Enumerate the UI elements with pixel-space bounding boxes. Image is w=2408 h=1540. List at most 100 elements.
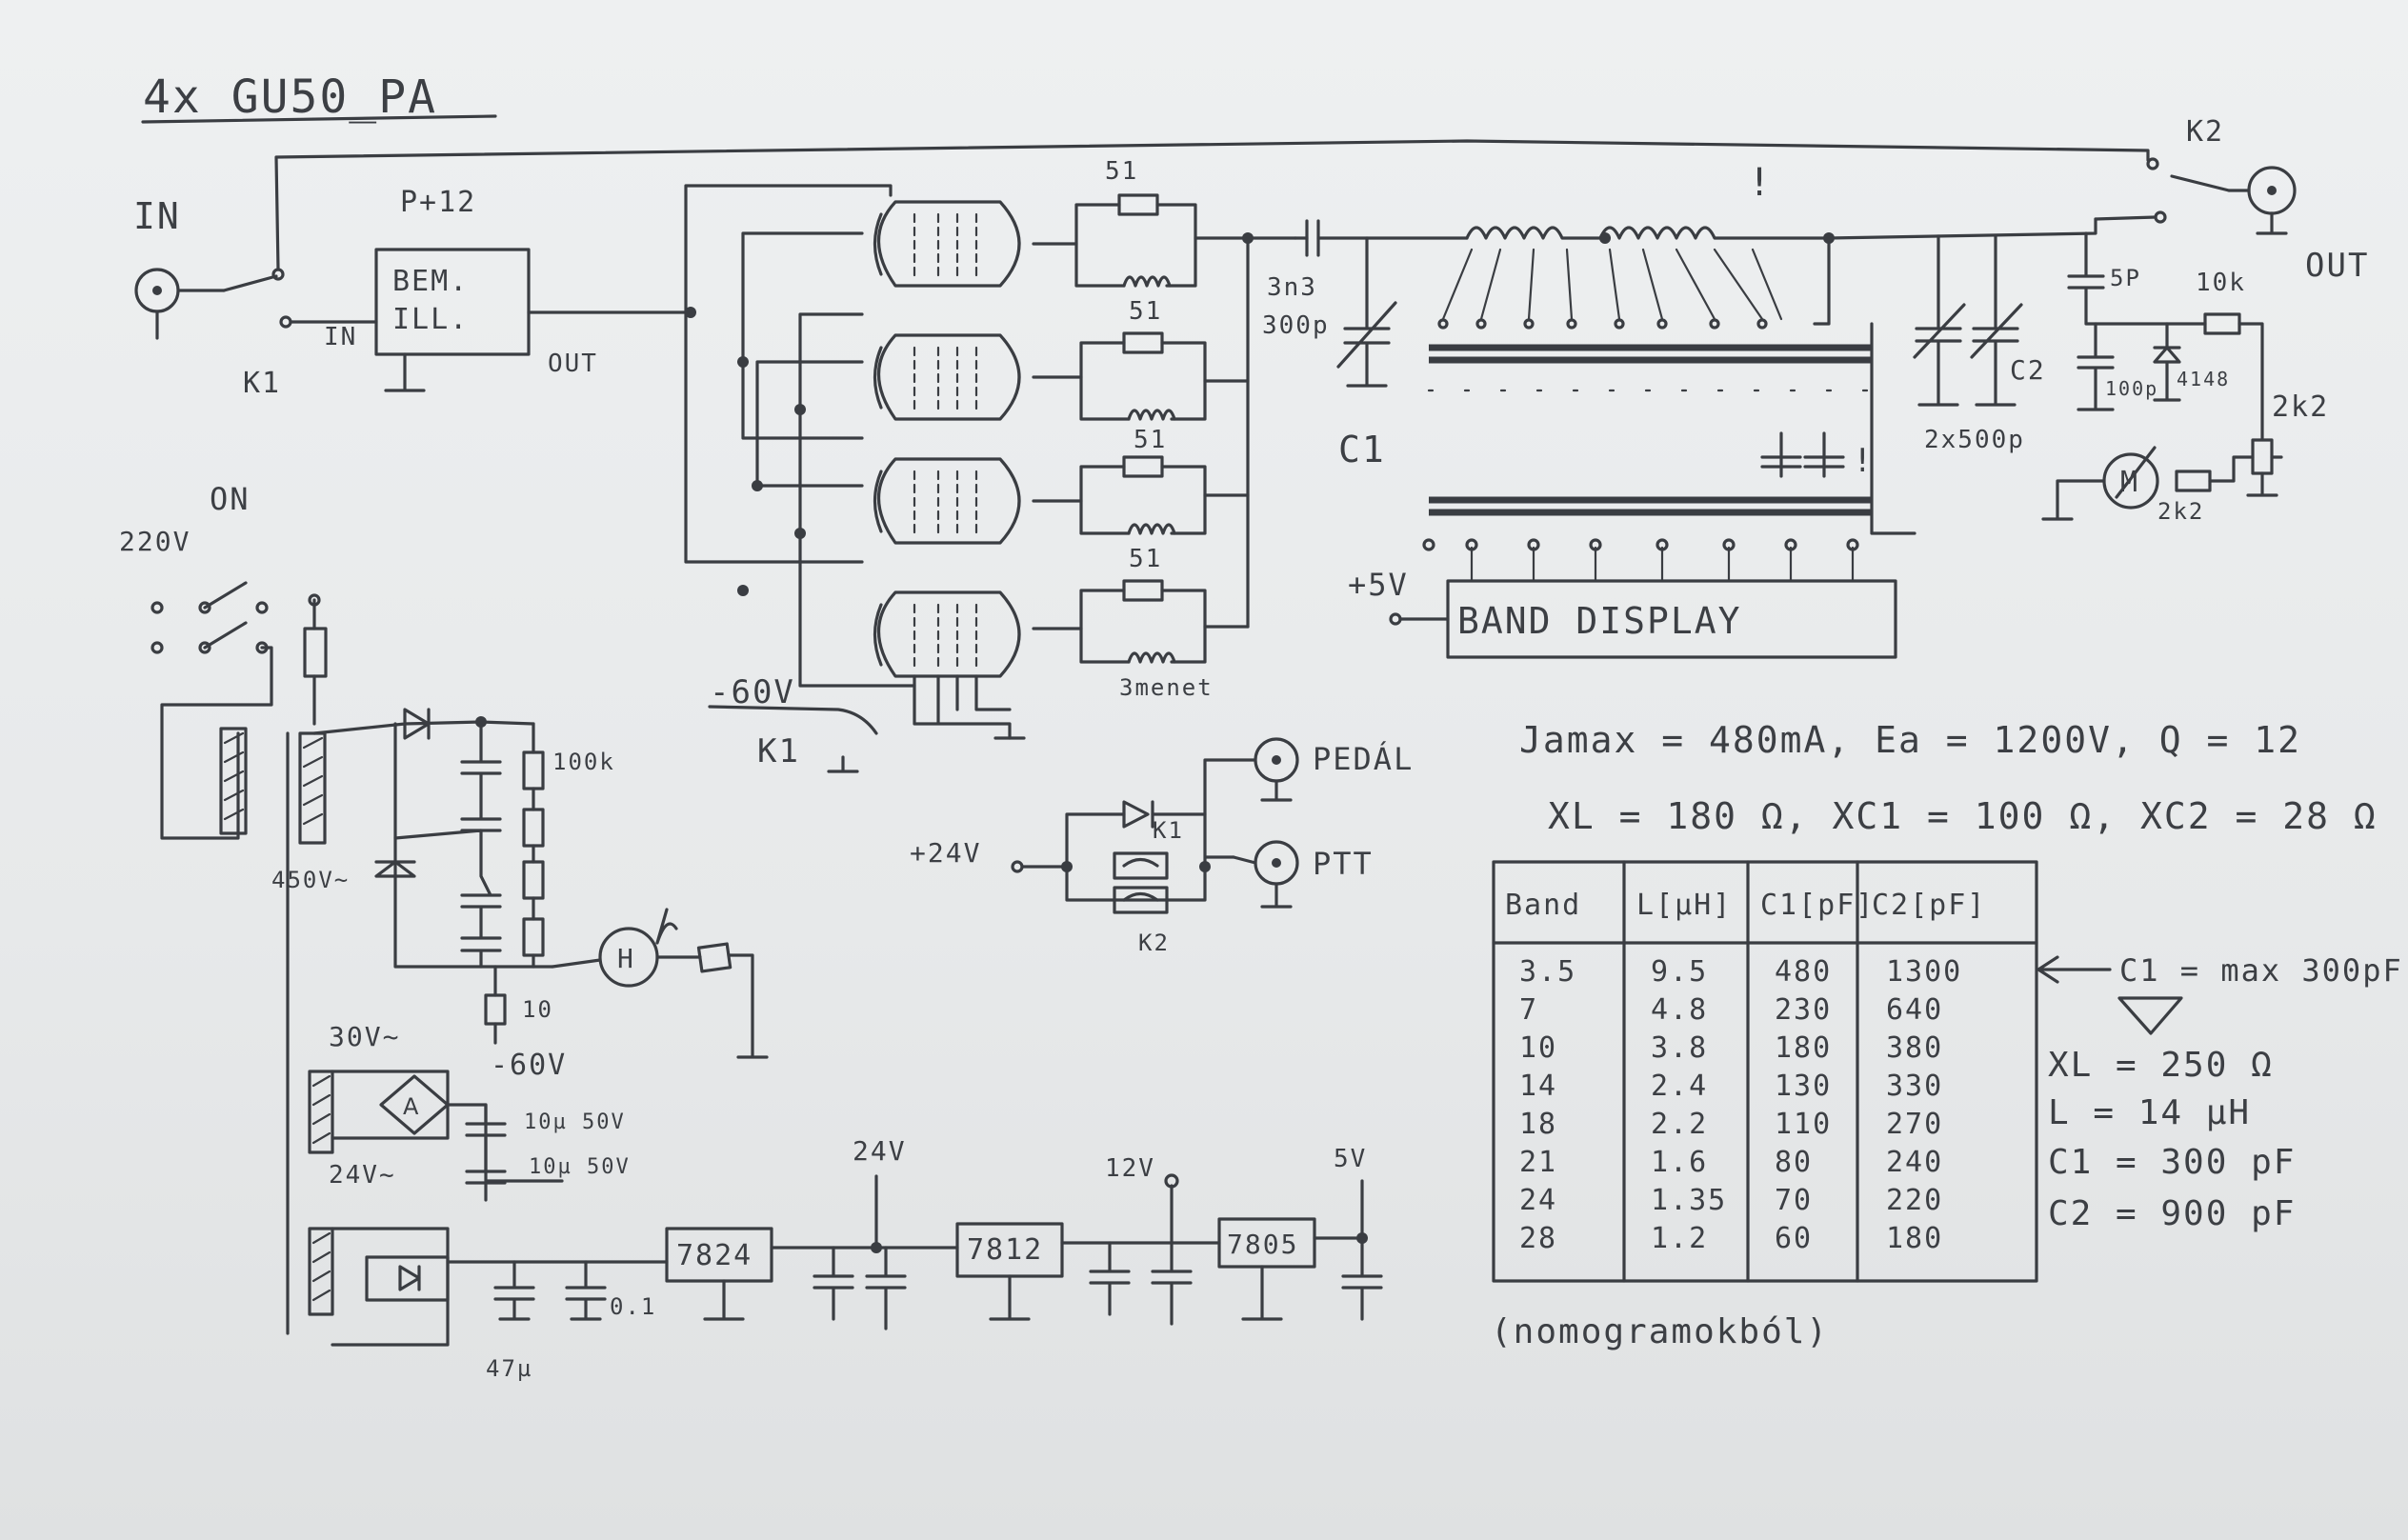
coupling-cap-value-1: 3n3 bbox=[1267, 273, 1317, 302]
table-cell: 1300 bbox=[1886, 955, 1962, 989]
grid-resistor-2-label: 51 bbox=[1129, 297, 1162, 326]
sample-capacitor-5p bbox=[2067, 231, 2207, 326]
spec-line-2: XL = 180 Ω, XC1 = 100 Ω, XC2 = 28 Ω bbox=[1548, 795, 2378, 837]
hv-rectifier bbox=[312, 708, 535, 740]
regulator-7824 bbox=[665, 1227, 773, 1283]
side-note-c1: C1 = 300 pF bbox=[2048, 1143, 2296, 1182]
title-underline bbox=[141, 114, 497, 124]
bias-wire bbox=[708, 705, 878, 735]
table-cell: 270 bbox=[1886, 1108, 1943, 1141]
cap-100p-label: 100p bbox=[2105, 377, 2158, 400]
tube-cathode-ground bbox=[913, 674, 1026, 740]
side-note-l: L = 14 µH bbox=[2048, 1093, 2251, 1132]
table-cell: 180 bbox=[1886, 1222, 1943, 1255]
tube-3 bbox=[873, 457, 1021, 545]
relay-k2-switch bbox=[2146, 157, 2231, 224]
parasitic-suppressor-1 bbox=[1032, 193, 1250, 288]
regulator-7805-wiring bbox=[1241, 1236, 1364, 1321]
res-10k bbox=[2203, 312, 2241, 335]
tube-2 bbox=[873, 333, 1021, 421]
tube-array bbox=[873, 200, 1021, 678]
table-header-cell: C2[pF] bbox=[1872, 889, 1986, 922]
ptt-label: PTT bbox=[1313, 846, 1374, 882]
rail-5v-label: 5V bbox=[1334, 1145, 1367, 1173]
aux-secondary-label: 24V~ bbox=[329, 1161, 396, 1190]
plate-node bbox=[1242, 232, 1254, 244]
rail-12v-label: 12V bbox=[1105, 1154, 1155, 1183]
table-cell: 18 bbox=[1519, 1108, 1557, 1141]
side-note-xl: XL = 250 Ω bbox=[2048, 1046, 2274, 1085]
hv-meter-label: H bbox=[617, 943, 635, 974]
preamp-in-label: IN bbox=[324, 323, 357, 351]
bias-winding-hatch bbox=[311, 1074, 331, 1145]
table-cell: 60 bbox=[1775, 1222, 1813, 1255]
bias-relay-ground bbox=[827, 755, 859, 773]
relay-coils bbox=[1020, 800, 1235, 914]
bias-output-label: -60V bbox=[491, 1049, 567, 1082]
preamp-name-2: ILL. bbox=[392, 303, 469, 336]
res-10-label: 10 bbox=[522, 996, 553, 1023]
rail-5v-caps bbox=[1341, 1179, 1383, 1321]
side-note-arrow bbox=[2037, 955, 2183, 1035]
table-cell: 21 bbox=[1519, 1146, 1557, 1179]
regulator-7824-label: 7824 bbox=[676, 1239, 752, 1272]
table-cell: 1.35 bbox=[1651, 1184, 1727, 1217]
table-cell: 28 bbox=[1519, 1222, 1557, 1255]
aux-cap-01-label: 0.1 bbox=[610, 1293, 656, 1320]
bias-filter-caps bbox=[465, 1103, 507, 1202]
table-cell: 24 bbox=[1519, 1184, 1557, 1217]
table-header-cell: L[µH] bbox=[1636, 889, 1732, 922]
aux-winding-hatch bbox=[311, 1231, 331, 1302]
table-cell: 9.5 bbox=[1651, 955, 1708, 989]
cap-100p bbox=[2077, 322, 2115, 411]
band-display-supply-terminal bbox=[1389, 612, 1402, 626]
tube-4 bbox=[873, 590, 1021, 678]
detector-diode bbox=[2153, 322, 2181, 402]
tube-1 bbox=[873, 200, 1021, 288]
c2-label: C2 bbox=[2010, 354, 2046, 386]
output-label: OUT bbox=[2305, 247, 2369, 285]
bypass-line bbox=[274, 139, 2150, 271]
bias-relay-k1-label: K1 bbox=[757, 732, 800, 770]
aux-cap-47-label: 47µ bbox=[486, 1355, 532, 1382]
side-note-c2: C2 = 900 pF bbox=[2048, 1194, 2296, 1233]
table-cell: 640 bbox=[1886, 993, 1943, 1027]
svg-text:A: A bbox=[403, 1093, 419, 1120]
band-switch: ! bbox=[1427, 236, 1916, 535]
grid-resistor-4-label: 51 bbox=[1129, 545, 1162, 573]
tube-input-bus bbox=[684, 184, 916, 688]
output-bus bbox=[1827, 217, 2097, 240]
ptt-connector bbox=[1232, 840, 1299, 909]
hv-winding-hatch bbox=[302, 736, 324, 826]
res-2k2 bbox=[2175, 470, 2212, 492]
grid-resistor-3-label: 51 bbox=[1134, 426, 1167, 454]
bias-secondary-label: 30V~ bbox=[329, 1021, 400, 1052]
coil-end-node bbox=[1823, 232, 1835, 244]
output-connector bbox=[2227, 166, 2297, 235]
table-cell: 110 bbox=[1775, 1108, 1832, 1141]
band-display-taps bbox=[1422, 538, 1859, 583]
res-100k-label: 100k bbox=[552, 749, 615, 775]
table-cell: 3.5 bbox=[1519, 955, 1576, 989]
table-note: (nomogramokból) bbox=[1491, 1312, 1829, 1351]
table-cell: 220 bbox=[1886, 1184, 1943, 1217]
rail-12v-caps bbox=[1089, 1173, 1193, 1326]
input-label: IN bbox=[133, 195, 181, 237]
bias-cap-b-label: 10µ 50V bbox=[529, 1155, 631, 1179]
svg-text:!: ! bbox=[1853, 442, 1874, 480]
pedal-connector bbox=[1203, 737, 1299, 816]
aux-transformer bbox=[308, 1227, 334, 1316]
grid-resistor-1-label: 51 bbox=[1105, 157, 1138, 186]
table-cell: 2.4 bbox=[1651, 1070, 1708, 1103]
preamp-gain-label: P+12 bbox=[400, 186, 476, 219]
hv-filter-caps bbox=[374, 720, 554, 969]
table-cell: 2.2 bbox=[1651, 1108, 1708, 1141]
bias-transformer bbox=[308, 1070, 334, 1154]
table-cell: 7 bbox=[1519, 993, 1538, 1027]
choke-label: 3menet bbox=[1119, 674, 1214, 701]
spec-line-1: Jamax = 480mA, Ea = 1200V, Q = 12 bbox=[1519, 719, 2301, 761]
